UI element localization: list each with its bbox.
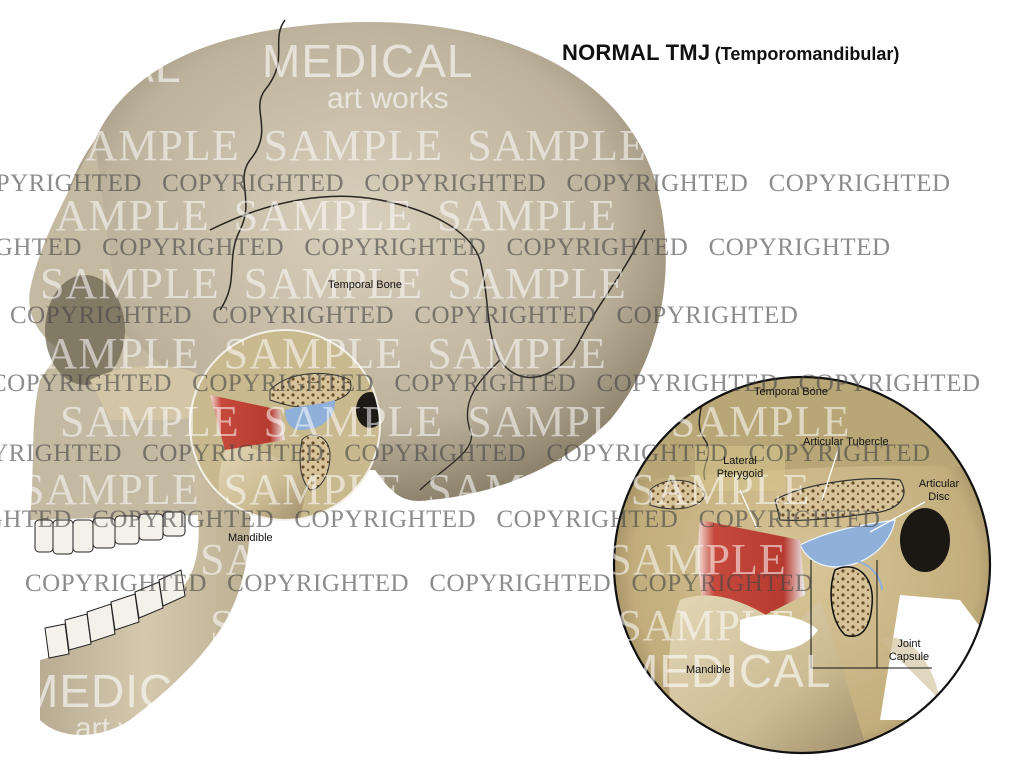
title-main: NORMAL TMJ — [562, 40, 711, 65]
label-temporal-bone: Temporal Bone — [328, 279, 402, 291]
label-mandible: Mandible — [228, 532, 273, 544]
inset-label-articular-tubercle: Articular Tubercle — [803, 436, 889, 448]
inset-label-lateral-pterygoid: Lateral Pterygoid — [716, 455, 764, 480]
inset-label-articular-disc: Articular Disc — [918, 478, 960, 503]
inset-label-temporal-bone: Temporal Bone — [754, 386, 828, 398]
title-sub: (Temporomandibular) — [714, 44, 900, 64]
page-title: NORMAL TMJ (Temporomandibular) — [562, 40, 899, 66]
inset-label-mandible: Mandible — [686, 664, 731, 676]
inset-label-joint-capsule: Joint Capsule — [888, 638, 930, 663]
